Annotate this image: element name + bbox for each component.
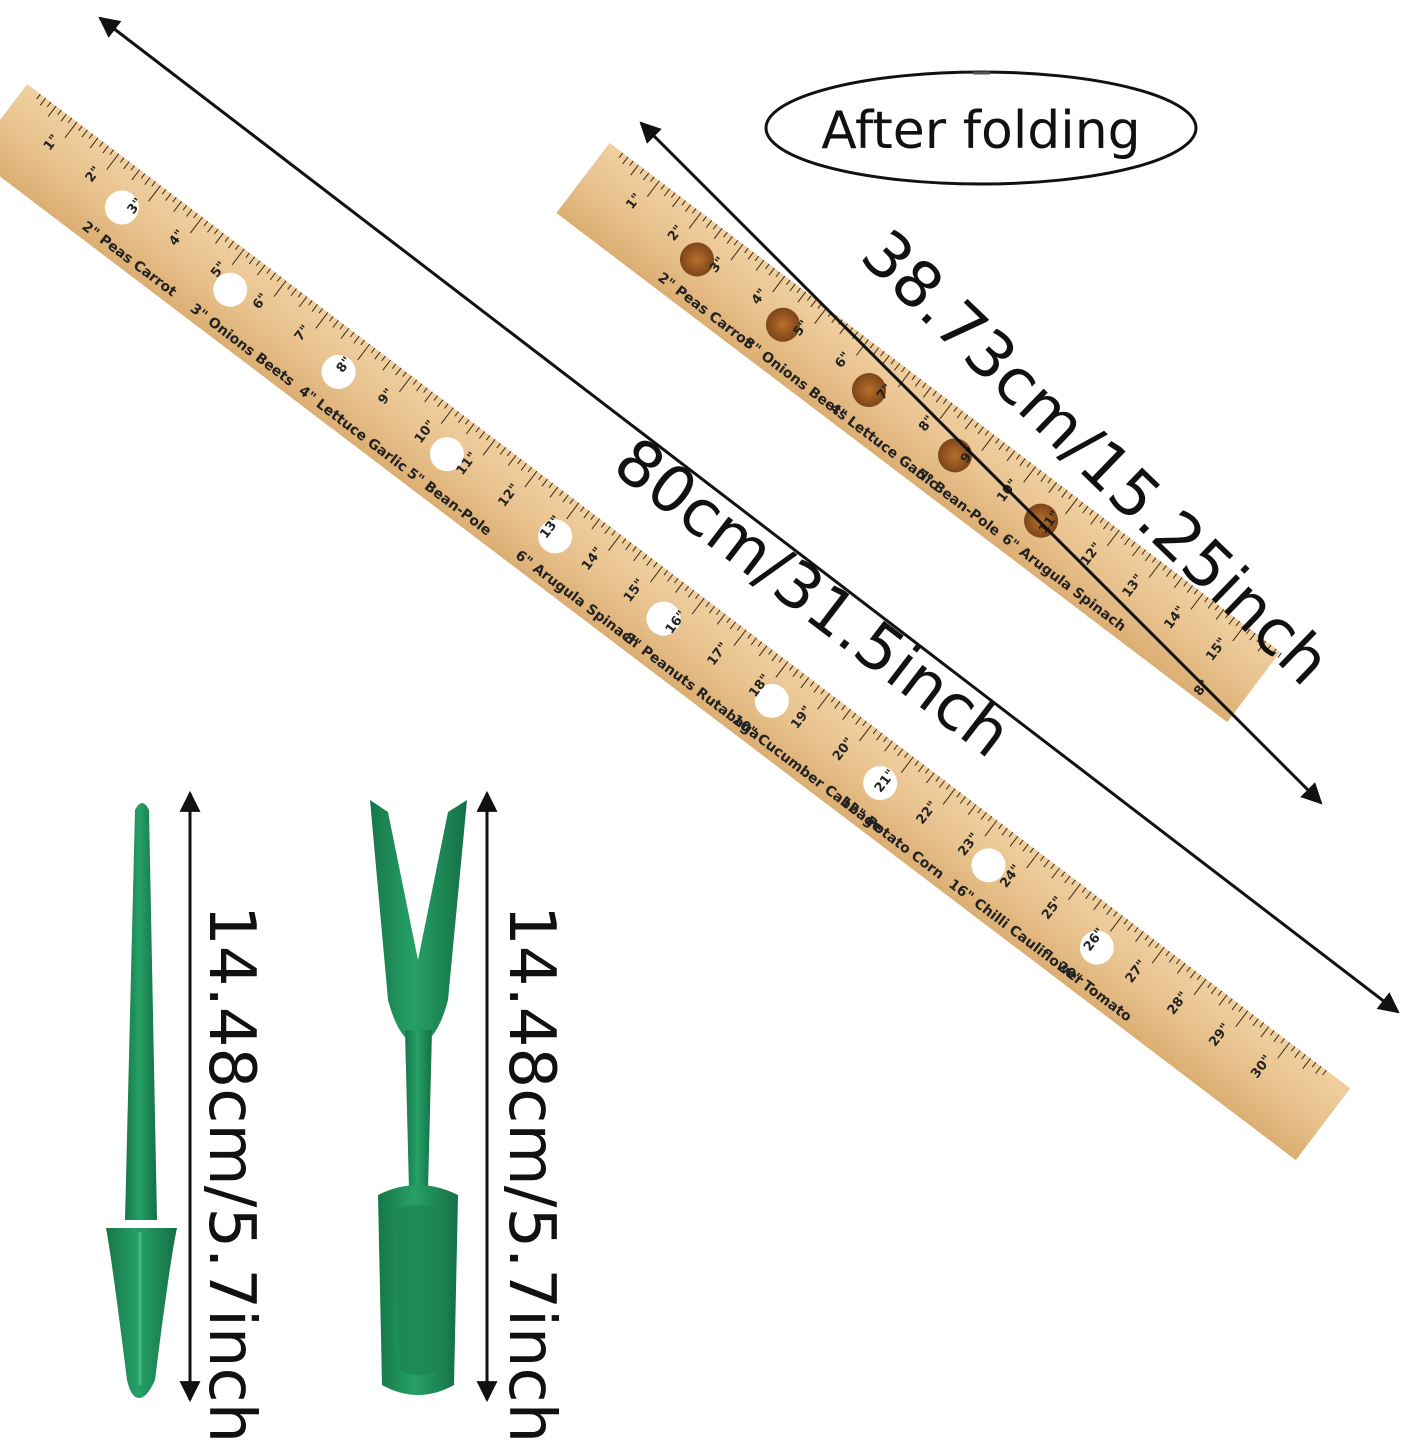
ruler-tick <box>89 137 99 149</box>
ruler-tick <box>57 109 62 116</box>
after-folding-label: After folding <box>821 101 1140 161</box>
ruler-tick <box>1269 1030 1275 1036</box>
ruler-tick <box>1277 1042 1291 1059</box>
ruler-tick <box>47 105 57 117</box>
ruler-tick <box>630 164 639 176</box>
ruler-tick <box>1315 1065 1322 1074</box>
folded-ruler-dimension-arrow <box>639 121 1323 805</box>
ruler-tick <box>36 93 41 100</box>
ruler-tick <box>1294 1050 1301 1058</box>
widger-fork <box>370 800 467 1040</box>
ruler-tick <box>1302 1058 1312 1069</box>
ruler-tick <box>78 125 83 131</box>
ruler-tick <box>1280 1038 1285 1044</box>
dibber-dimension-label: 14.48cm/5.7inch <box>194 905 268 1443</box>
ruler-tick <box>1322 1069 1327 1076</box>
ruler-tick <box>629 160 634 166</box>
ruler-tick <box>67 117 73 124</box>
ruler-tick <box>1249 1014 1254 1020</box>
dibber-tool <box>106 803 177 1398</box>
ruler-tick <box>622 156 629 165</box>
dibber-handle <box>125 803 157 1220</box>
ruler-tick <box>64 121 78 139</box>
ruler-tick <box>39 97 47 106</box>
widger-dimension-label: 14.48cm/5.7inch <box>494 905 568 1443</box>
ruler-tick <box>46 101 52 108</box>
widger-neck <box>405 1030 432 1190</box>
ruler-tick <box>618 152 624 159</box>
ruler-tick <box>88 133 94 139</box>
widger-tool <box>370 800 467 1395</box>
ruler-tick <box>1259 1022 1264 1028</box>
ruler-tick <box>1301 1054 1306 1060</box>
ruler-tick <box>1235 1010 1249 1027</box>
ruler-tick <box>81 129 88 138</box>
ruler-tick <box>1252 1018 1259 1027</box>
ruler-tick <box>1260 1026 1270 1038</box>
ruler-tick <box>1311 1061 1317 1068</box>
ruler-tick <box>60 113 67 122</box>
ruler-tick <box>1290 1046 1296 1052</box>
ruler-tick <box>1273 1034 1280 1042</box>
